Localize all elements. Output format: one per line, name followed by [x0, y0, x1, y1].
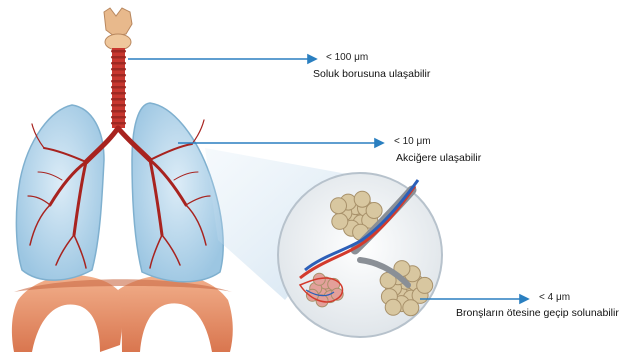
label-desc-alveoli: Bronşların ötesine geçip solunabilir — [456, 307, 639, 319]
label-size-trachea: < 100 μm — [326, 52, 368, 63]
alveolus — [331, 198, 347, 214]
trachea-ring — [111, 62, 126, 65]
left-lung — [16, 105, 104, 280]
label-desc-lung: Akciğere ulaşabilir — [396, 152, 481, 164]
alveolus — [366, 203, 382, 219]
trachea-ring — [111, 80, 126, 83]
label-size-lung: < 10 μm — [394, 136, 431, 147]
trachea-ring — [111, 110, 126, 113]
trachea-ring — [111, 56, 126, 59]
larynx — [104, 8, 132, 36]
alveolus — [403, 300, 419, 316]
pointer-arrow-trachea — [308, 55, 316, 63]
trachea-ring — [111, 74, 126, 77]
trachea-ring — [111, 116, 126, 119]
alveolus — [417, 277, 433, 293]
thyroid-cartilage — [105, 34, 131, 50]
trachea-ring — [111, 92, 126, 95]
pointer-arrow-lung — [375, 139, 383, 147]
trachea-ring — [111, 104, 126, 107]
label-size-alveoli: < 4 μm — [539, 292, 570, 303]
trachea-ring — [111, 50, 126, 53]
trachea-ring — [111, 98, 126, 101]
trachea-ring — [111, 68, 126, 71]
pointer-arrow-alveoli — [520, 295, 528, 303]
alveolus — [332, 213, 348, 229]
alveolus — [385, 299, 401, 315]
trachea-ring — [111, 86, 126, 89]
label-desc-trachea: Soluk borusuna ulaşabilir — [313, 68, 430, 80]
trachea-ring — [111, 122, 126, 125]
